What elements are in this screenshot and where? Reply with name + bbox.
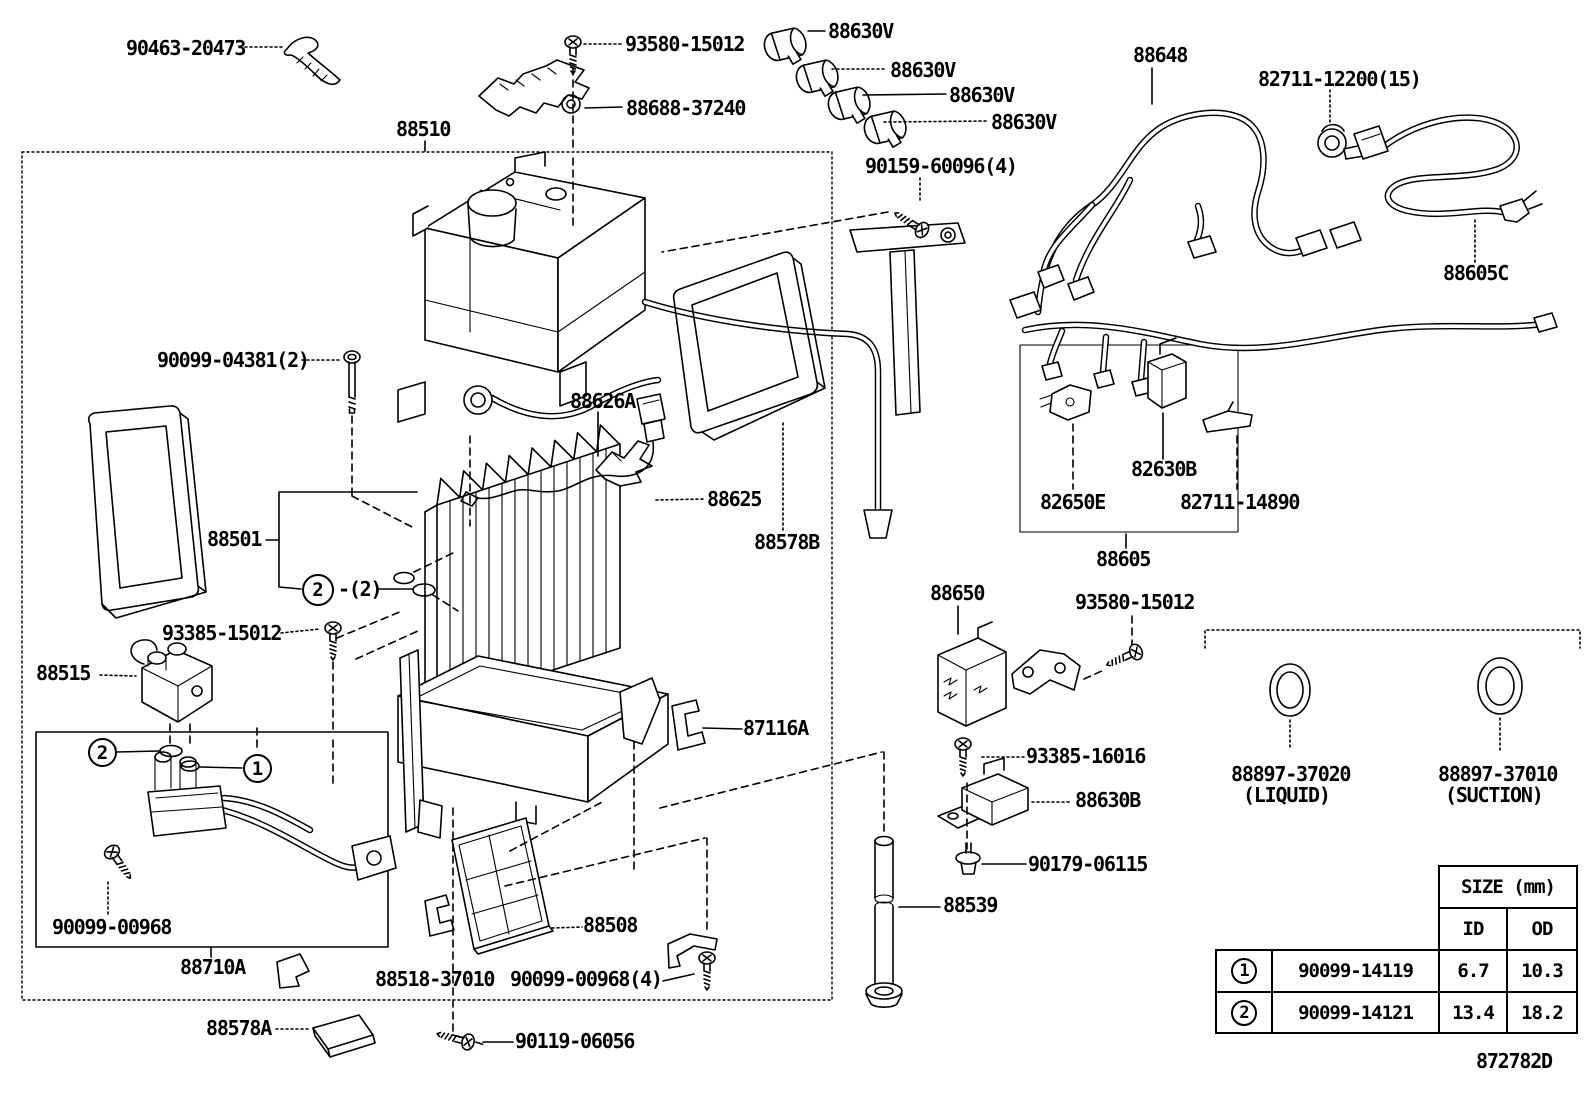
part-label-88630v-1: 88630V	[828, 19, 894, 43]
noise-filter-88630v-drawing	[760, 23, 912, 155]
part-label-82711-12200: 82711-12200(15)	[1258, 67, 1422, 91]
part-label-82650e: 82650E	[1040, 490, 1106, 514]
part-label-88510: 88510	[396, 117, 451, 141]
evaporator-pipe-drawing	[463, 376, 662, 420]
part-label-88688-37240: 88688-37240	[626, 96, 746, 120]
clip-88518-drawing	[424, 894, 455, 937]
cable-tie-drawing	[283, 36, 341, 86]
size-table-row1-part: 90099-14119	[1271, 949, 1440, 993]
part-label-88648: 88648	[1133, 43, 1188, 67]
cooler-lower-case-drawing	[397, 649, 669, 839]
part-label-82630b: 82630B	[1131, 457, 1197, 481]
part-label-82711-14890: 82711-14890	[1180, 490, 1300, 514]
callout-1-box: 1	[243, 754, 272, 783]
part-label-87116a: 87116A	[743, 716, 809, 740]
part-label-88630v-3: 88630V	[949, 83, 1015, 107]
part-label-88518-37010: 88518-37010	[375, 967, 495, 991]
part-label-93385-16016: 93385-16016	[1026, 744, 1146, 768]
wire-harness-88648-drawing	[1009, 109, 1558, 397]
connector-82650e-drawing	[1039, 384, 1092, 421]
size-table-row2-id: 13.4	[1438, 991, 1508, 1034]
tube-assembly-drawing	[147, 751, 397, 881]
bracket-88688-drawing	[478, 59, 590, 117]
callout-2-qty: -(2)	[338, 577, 383, 601]
callout-2-table: 2	[1231, 999, 1257, 1026]
evaporator-core-drawing	[424, 424, 621, 716]
part-label-90179-06115: 90179-06115	[1028, 852, 1148, 876]
oring-small-drawing	[159, 571, 436, 772]
clip-lower-drawing	[276, 953, 310, 989]
part-label-93385-15012: 93385-15012	[162, 621, 282, 645]
size-table-title: SIZE (mm)	[1438, 865, 1578, 909]
part-label-88539: 88539	[943, 893, 998, 917]
oring-suction-drawing	[1477, 657, 1523, 715]
part-label-88515: 88515	[36, 661, 91, 685]
part-label-88508: 88508	[583, 913, 638, 937]
part-label-90119-06056: 90119-06056	[515, 1029, 635, 1053]
part-label-88897-37010-note: (SUCTION)	[1445, 783, 1544, 807]
leader-lines	[116, 30, 1164, 1043]
part-label-90159-60096: 90159-60096(4)	[865, 154, 1018, 178]
seal-frame-drawing	[87, 405, 207, 619]
part-label-90099-04381: 90099-04381(2)	[157, 348, 310, 372]
size-table-col-od: OD	[1506, 907, 1578, 951]
assembly-box-88510	[21, 151, 833, 1001]
expansion-valve-drawing	[130, 639, 213, 723]
part-label-88897-37010: 88897-37010	[1438, 762, 1558, 786]
pipe-bracket-drawing	[641, 222, 966, 539]
part-label-88501: 88501	[207, 527, 262, 551]
relay-88630b-drawing	[937, 757, 1029, 829]
clamp-82711-12200-drawing	[1317, 123, 1365, 160]
part-label-88605c: 88605C	[1443, 261, 1509, 285]
size-table-row1-od: 10.3	[1506, 949, 1578, 993]
part-label-88897-37020-note: (LIQUID)	[1243, 783, 1331, 807]
cord-88605c-drawing	[1353, 114, 1543, 223]
part-label-88897-37020: 88897-37020	[1231, 762, 1351, 786]
callout-2-box: 2	[88, 738, 117, 767]
part-label-88626a: 88626A	[570, 389, 636, 413]
clip-90099-00968-drawing	[667, 933, 718, 969]
diagram-code: 872782D	[1476, 1049, 1553, 1073]
part-label-88578a: 88578A	[206, 1016, 272, 1040]
size-table-row1-id: 6.7	[1438, 949, 1508, 993]
part-label-88630b: 88630B	[1075, 788, 1141, 812]
seal-frame-88578b-drawing	[672, 251, 826, 441]
part-label-90463-20473: 90463-20473	[126, 36, 246, 60]
part-label-88605: 88605	[1096, 547, 1151, 571]
callout-1-table: 1	[1231, 958, 1257, 984]
oring-liquid-drawing	[1269, 663, 1311, 717]
drain-hose-drawing	[865, 835, 903, 1008]
clip-87116a-drawing	[671, 699, 706, 751]
relay-82630b-drawing	[1147, 337, 1187, 409]
thermistor-holder-drawing	[595, 440, 653, 487]
dashed-lines	[169, 67, 1238, 1046]
callout-2-core: 2	[302, 574, 334, 606]
size-table-row1-num: 1	[1215, 949, 1273, 993]
part-label-88630v-4: 88630V	[991, 110, 1057, 134]
size-table-row2-num: 2	[1215, 991, 1273, 1034]
part-label-88630v-2: 88630V	[890, 58, 956, 82]
cooler-upper-case-drawing	[397, 151, 646, 423]
part-label-93580-15012-right: 93580-15012	[1075, 590, 1195, 614]
terminal-82711-14890-drawing	[1202, 401, 1253, 433]
filter-88508-drawing	[451, 817, 554, 955]
thermistor-drawing	[460, 393, 666, 507]
part-label-90099-00968: 90099-00968	[52, 915, 172, 939]
part-label-88710a: 88710A	[180, 955, 246, 979]
size-table-col-id: ID	[1438, 907, 1508, 951]
bracket-88650-drawing	[1011, 649, 1081, 695]
size-table-row2-part: 90099-14121	[1271, 991, 1440, 1034]
size-table-row2-od: 18.2	[1506, 991, 1578, 1034]
grommet-90179-drawing	[955, 842, 981, 875]
dotted-leaders	[99, 43, 1581, 1030]
part-label-93580-15012-top: 93580-15012	[625, 32, 745, 56]
part-label-88578b: 88578B	[754, 530, 820, 554]
part-label-88650: 88650	[930, 581, 985, 605]
part-label-88625: 88625	[707, 487, 762, 511]
amplifier-88650-drawing	[937, 621, 1007, 727]
part-label-90099-00968-4: 90099-00968(4)	[510, 967, 663, 991]
assembly-box-88605	[1019, 344, 1239, 533]
pad-88578a-drawing	[312, 1014, 376, 1058]
